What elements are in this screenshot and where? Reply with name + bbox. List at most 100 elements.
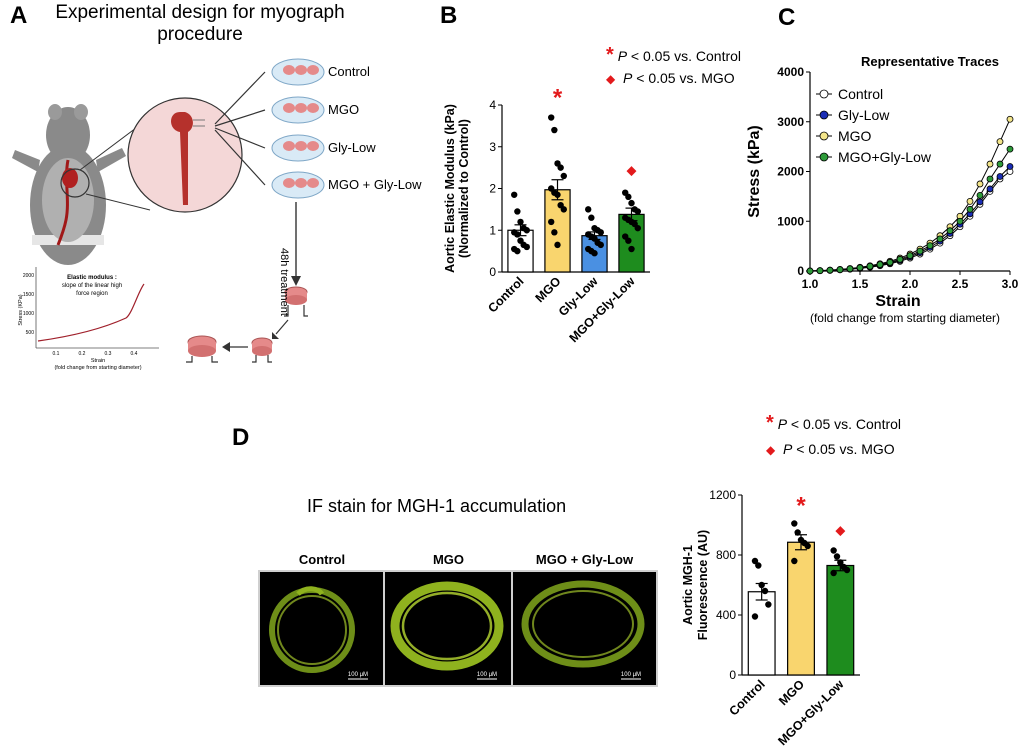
data-point <box>548 218 555 226</box>
dish-mgo-glylow-icon <box>271 171 325 199</box>
data-point <box>514 231 521 238</box>
y-tick-label: 2000 <box>777 165 804 179</box>
y-tick-label: 1200 <box>709 488 736 502</box>
sig-mgo-text: < 0.05 vs. MGO <box>632 70 735 86</box>
data-point <box>560 172 567 180</box>
panel-a-title-line1: Experimental design for myograph <box>55 2 345 23</box>
significance-star-icon: * <box>766 412 774 434</box>
image-label-mgo-glylow: MGO + Gly-Low <box>535 552 634 567</box>
chart-title: Representative Traces <box>861 54 999 69</box>
data-point <box>966 205 974 213</box>
data-point <box>625 193 632 201</box>
significance-diamond-icon: ◆ <box>606 72 616 86</box>
x-axis-sublabel: (fold change from starting diameter) <box>810 311 1000 325</box>
y-tick-label: 2 <box>489 182 496 196</box>
data-point <box>588 214 595 221</box>
data-point <box>843 566 851 574</box>
data-point <box>1006 115 1014 123</box>
y-tick-label: 4000 <box>777 65 804 79</box>
x-tick-label: 1.5 <box>852 277 869 291</box>
data-point <box>523 227 530 234</box>
x-tick-label: 3.0 <box>1002 277 1019 291</box>
significance-star-icon: * <box>606 44 614 66</box>
inset-title-3: force region <box>76 291 108 297</box>
data-point <box>514 208 521 215</box>
inset-ytick-1000: 1000 <box>23 311 34 317</box>
legend-label: Gly-Low <box>838 107 890 123</box>
data-point <box>551 126 558 134</box>
group-label-control: Control <box>328 64 370 79</box>
data-point <box>751 557 759 565</box>
data-point <box>806 267 814 275</box>
x-tick-label: 2.0 <box>902 277 919 291</box>
data-point <box>761 587 769 595</box>
data-point <box>791 557 798 565</box>
myograph-ring-icon-2 <box>251 337 273 363</box>
sig-control-text: < 0.05 vs. Control <box>787 416 902 432</box>
data-point <box>758 581 765 589</box>
legend-marker <box>819 89 829 99</box>
data-point <box>628 245 635 253</box>
data-point <box>896 255 904 263</box>
x-tick-label: MGO <box>533 274 564 305</box>
data-point <box>554 241 561 249</box>
data-point <box>625 237 632 244</box>
micro-image-mgo: 100 μM <box>385 572 511 685</box>
data-point <box>846 265 854 273</box>
microscopy-panel: 100 μM 100 μM 100 μM <box>258 570 658 687</box>
data-point <box>886 258 894 266</box>
inset-title-2: slope of the linear high <box>62 283 122 289</box>
data-point <box>956 217 964 225</box>
x-tick-label: Control <box>485 274 526 315</box>
myograph-ring-icon <box>284 286 308 317</box>
dish-control-icon <box>271 58 325 86</box>
y-tick-label: 3000 <box>777 115 804 129</box>
data-point <box>554 191 561 198</box>
data-point <box>557 164 564 171</box>
data-point <box>826 266 834 274</box>
x-tick-label: Control <box>726 677 767 718</box>
data-point <box>976 180 984 188</box>
experimental-design-illustration <box>12 58 325 363</box>
data-point <box>511 191 518 198</box>
data-point <box>996 138 1004 146</box>
data-point <box>1006 145 1014 153</box>
inset-ytick-1500: 1500 <box>23 292 34 298</box>
panel-d-letter: D <box>232 424 250 451</box>
data-point <box>628 199 635 207</box>
data-point <box>856 264 864 272</box>
data-point <box>986 160 994 168</box>
data-point <box>837 559 844 566</box>
x-tick-label: MGO <box>776 677 807 708</box>
data-point <box>755 562 762 569</box>
significance-star-icon: * <box>796 493 806 520</box>
dish-mgo-icon <box>271 96 325 124</box>
sig-mgo-text: < 0.05 vs. MGO <box>792 441 895 457</box>
data-point <box>830 547 837 554</box>
scale-bar-mgo-glylow: 100 μM <box>621 672 641 678</box>
panel-d-sig-control: * P < 0.05 vs. Control <box>766 412 901 435</box>
inset-title-1: Elastic modulus : <box>67 275 117 281</box>
data-point <box>976 191 984 199</box>
sig-p-symbol: P <box>777 416 788 432</box>
y-axis-label: Stress (kPa) <box>746 125 763 218</box>
panel-b-sig-control: * P < 0.05 vs. Control <box>606 44 741 67</box>
y-tick-label: 3 <box>489 140 496 154</box>
if-stain-title: IF stain for MGH-1 accumulation <box>307 496 567 516</box>
data-point <box>765 601 772 608</box>
y-axis-label-line1: Aortic MGH-1 <box>681 545 695 625</box>
treatment-label: 48h treatment <box>278 248 290 316</box>
data-point <box>597 229 604 236</box>
inset-xtick-3: 0.4 <box>131 351 138 357</box>
panel-a-letter: A <box>10 2 28 29</box>
y-tick-label: 0 <box>729 668 736 682</box>
data-point <box>751 613 759 620</box>
legend-marker <box>819 152 829 162</box>
micro-image-control: 100 μM <box>260 572 383 685</box>
data-point <box>634 208 641 215</box>
inset-xlabel-2: (fold change from starting diameter) <box>54 365 141 371</box>
sig-control-text: < 0.05 vs. Control <box>627 48 742 64</box>
